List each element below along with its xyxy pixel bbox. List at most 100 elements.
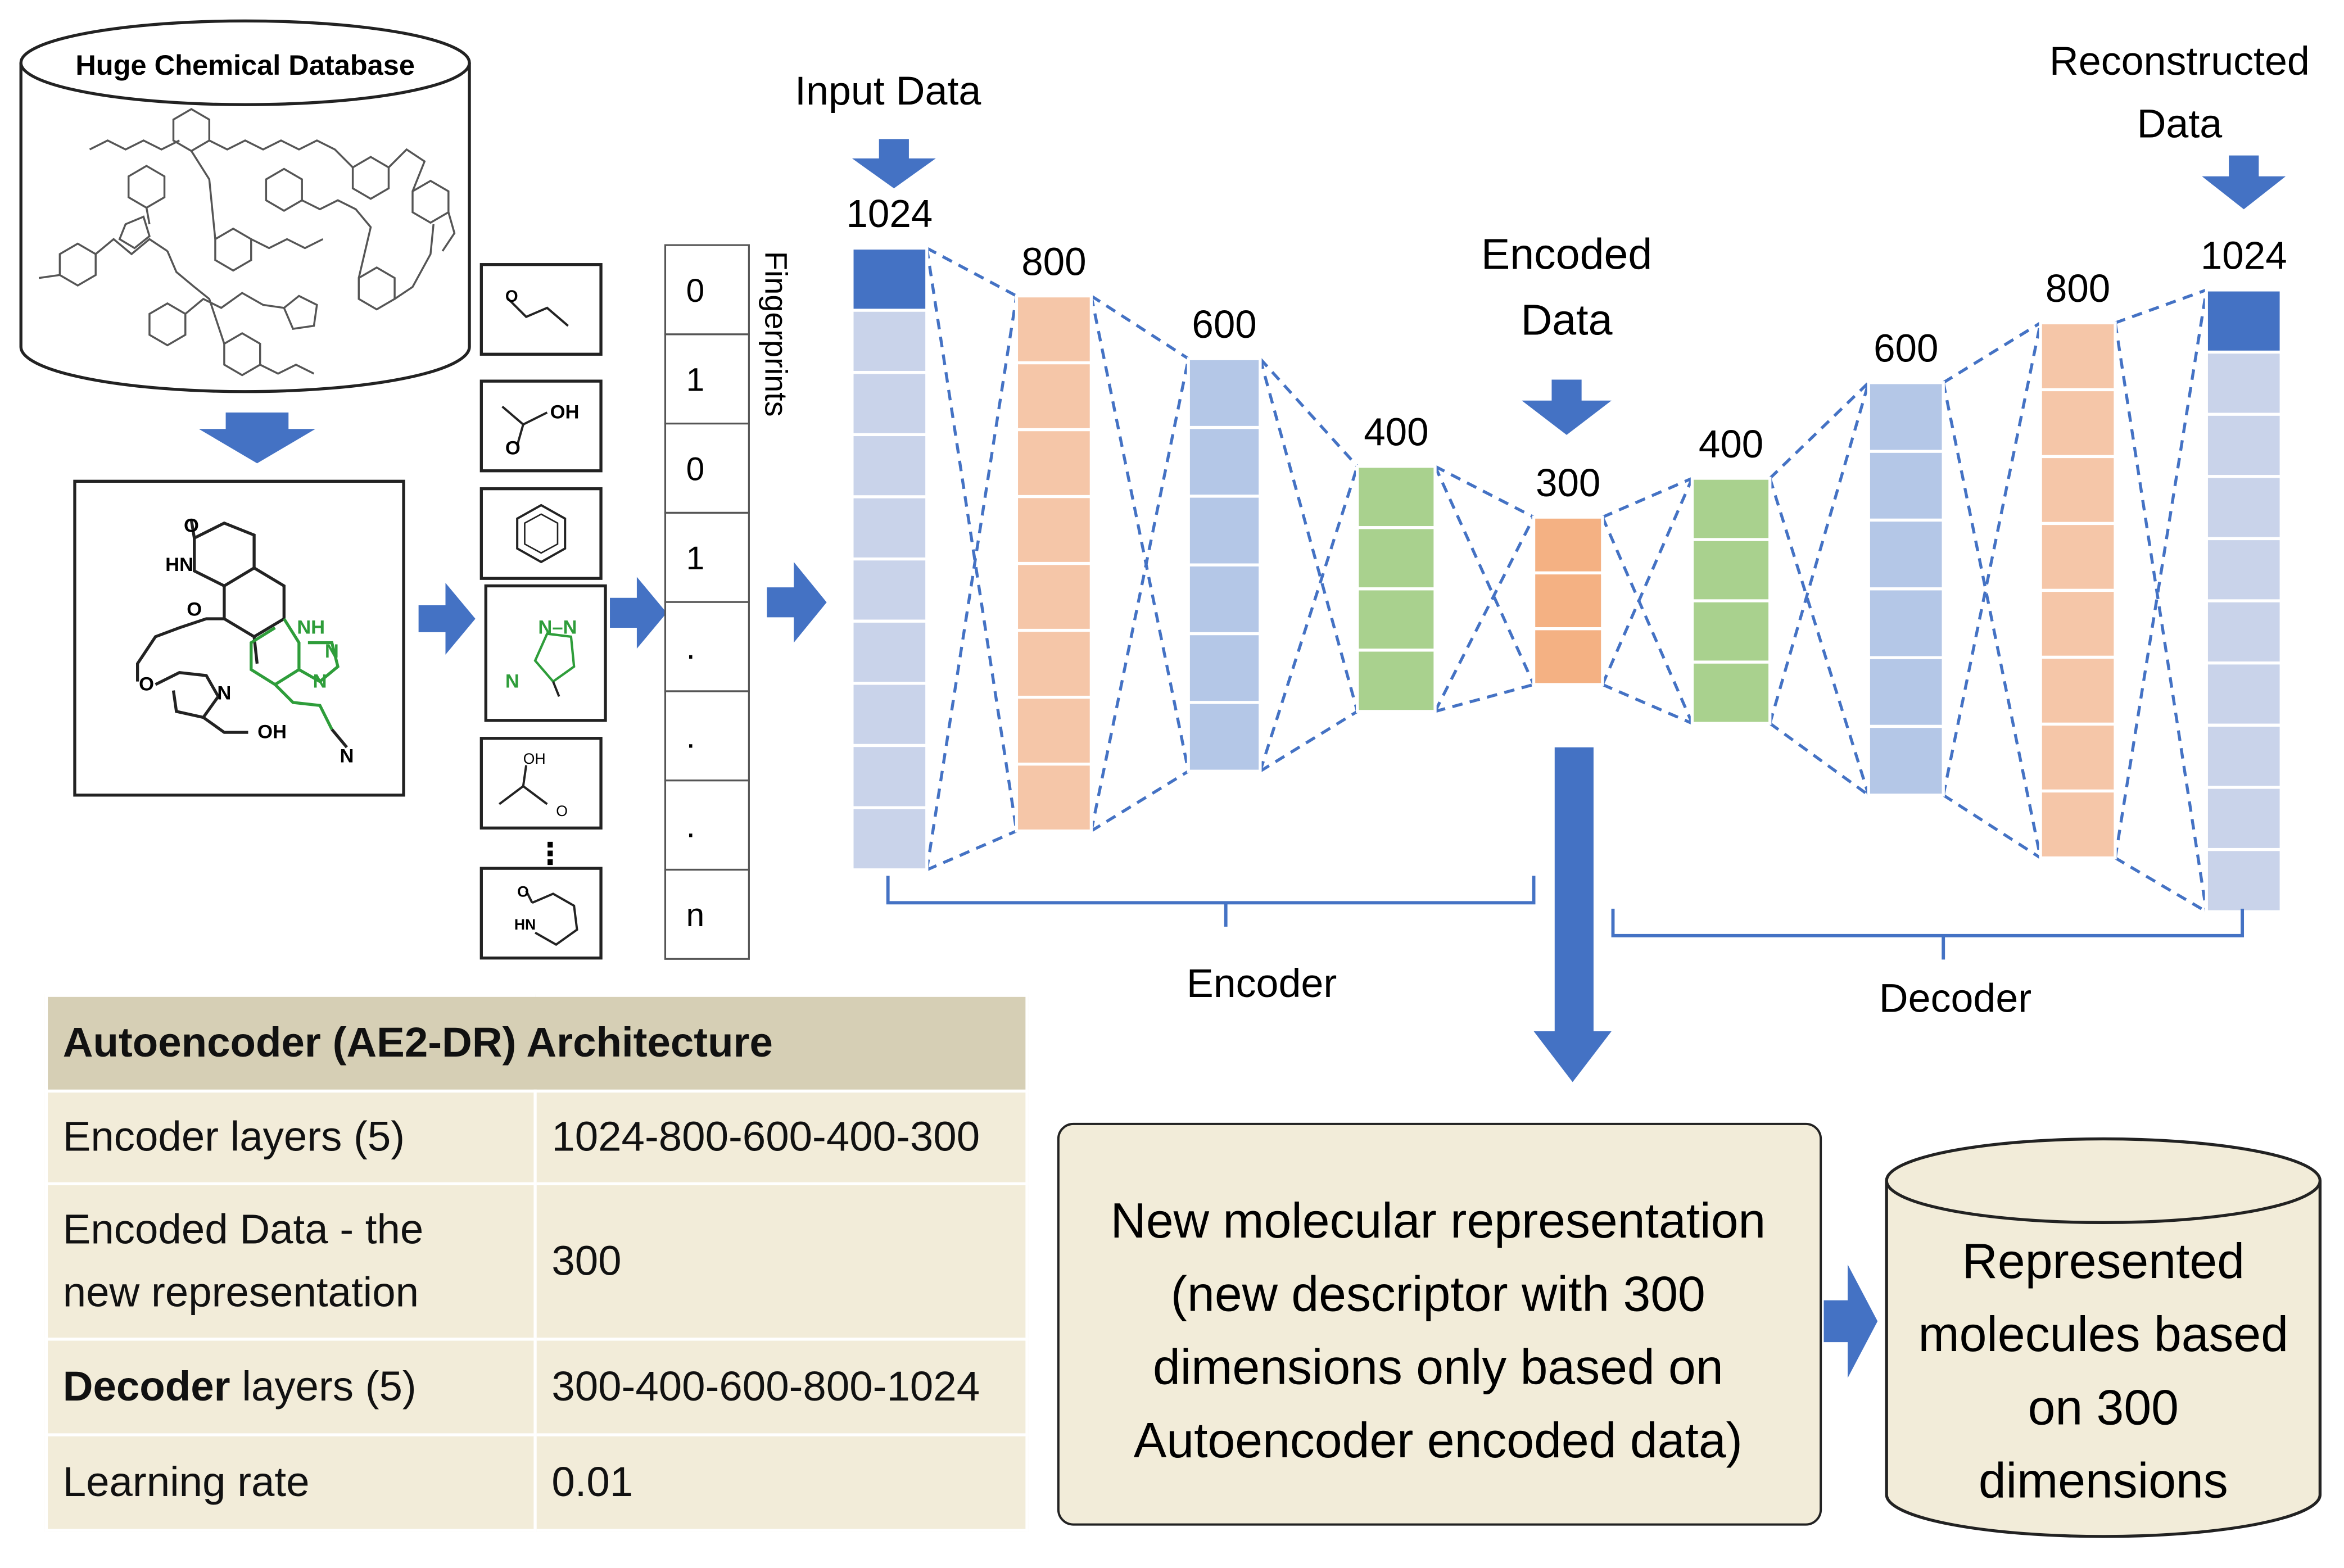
layer-neuron [2039,655,2117,726]
fingerprint-cell [664,423,750,514]
layer-neuron [1015,294,1093,365]
mol-n2-label: N [325,641,339,662]
layer-neuron [2039,588,2117,659]
connection-line [1601,477,1693,519]
fingerprint-cell [664,511,750,603]
layer-neuron [850,371,929,437]
fingerprint-cell [664,601,750,692]
fingerprint-cell [664,690,750,782]
connection-line [925,296,1019,871]
fragment-list: O OH O N–N N OH O ⋮ O HN [479,263,607,960]
layer-neuron [2039,388,2117,459]
layer-neuron [2039,722,2117,793]
layer-neuron [1532,627,1604,686]
connection-line [1601,516,1694,724]
connection-line [925,248,1019,832]
right-arrow-icon [610,577,667,649]
fragment-acetic [479,737,603,830]
connection-line [1259,710,1359,773]
layer-neuron [1867,450,1945,522]
layer-neuron [1015,495,1093,565]
layer-neuron [850,495,929,561]
layer-neuron [2039,321,2117,392]
mol-o-left-label: O [139,674,154,695]
represented-line-4: dimensions [1979,1453,2228,1508]
layer-size-label: 400 [1699,422,1763,466]
layer-neuron [2205,723,2283,789]
fingerprint-cell [664,868,750,960]
connection-line [1942,794,2042,859]
layer-neuron [2205,475,2283,541]
fragment-ellipsis: ⋮ [535,837,565,871]
connection-line [1768,381,1870,479]
layer-neuron [1532,571,1604,631]
table-cell-name-bold: Decoder [62,1363,230,1410]
layer-neuron [2205,537,2283,602]
layer-neuron [1187,632,1262,704]
right-arrow-icon [418,583,476,655]
fingerprint-bit: 1 [686,362,705,398]
layer-neuron [2205,350,2283,416]
layer-size-label: 800 [1021,239,1086,283]
fragment-lactam [479,867,603,960]
layer-neuron [1867,656,1945,728]
layer-neuron [2039,789,2117,860]
mol-o-top-label: O [184,515,199,537]
fingerprint-bit: 1 [686,540,705,577]
layer-neuron [1356,465,1437,529]
layer-400 [1690,477,1772,725]
layer-neuron [1532,515,1604,575]
layer-size-label: 800 [2046,266,2110,310]
layer-neuron [850,744,929,809]
connection-line [1433,516,1535,713]
connection-line [1601,683,1693,725]
connection-line [1089,296,1190,772]
fingerprint-cell [664,780,750,871]
layer-neuron [1015,762,1093,833]
connection-line [2114,856,2207,913]
new-rep-line-3: dimensions only based on [1153,1340,1723,1395]
connection-line [1259,465,1359,772]
architecture-table: Autoencoder (AE2-DR) Architecture Encode… [44,994,1029,1532]
layer-neuron [1867,518,1945,591]
table-row: Decoder layers (5) 300-400-600-800-1024 [44,1338,1029,1436]
connection-line [926,830,1017,872]
layer-neuron [1690,660,1772,725]
connection-line [1942,321,2042,384]
mol-hn-label: HN [165,554,193,575]
layer-neuron [850,309,929,374]
table-cell-name-line1: Encoded Data - the [62,1206,424,1253]
represented-line-2: molecules based [1918,1307,2289,1362]
layer-neuron [2205,288,2283,354]
table-cell-name: Encoded Data - the new representation [44,1182,537,1341]
connection-line [1435,683,1535,713]
layer-neuron [1356,587,1437,652]
layer-neuron [1187,563,1262,636]
layer-neuron [1015,695,1093,766]
fragment-aldehyde-o-label: O [505,288,518,306]
fragment-lactam-hn-label: HN [514,916,536,933]
table-cell-name-line2: new representation [62,1268,419,1316]
layer-neuron [1356,526,1437,591]
represented-line-3: on 300 [2028,1380,2179,1435]
connection-line [1259,358,1359,712]
connection-line [926,247,1017,297]
mol-n1-label: N [217,683,231,704]
layer-neuron [2205,599,2283,665]
layer-size-label: 1024 [846,192,933,235]
layer-1024 [850,246,929,872]
fingerprints-label: Fingerprints [759,251,794,417]
layer-neuron [2205,413,2283,478]
connection-line [1434,465,1535,519]
layer-neuron [1690,599,1772,664]
fingerprint-cell [664,333,750,425]
input-down-arrow-icon [852,139,936,189]
fingerprint-cell [664,244,750,336]
encoded-down-arrow-icon [1522,379,1612,435]
connection-line [2115,288,2207,324]
table-row: Learning rate 0.01 [44,1433,1029,1532]
layer-size-label: 1024 [2201,234,2287,278]
connection-line [1601,477,1694,686]
